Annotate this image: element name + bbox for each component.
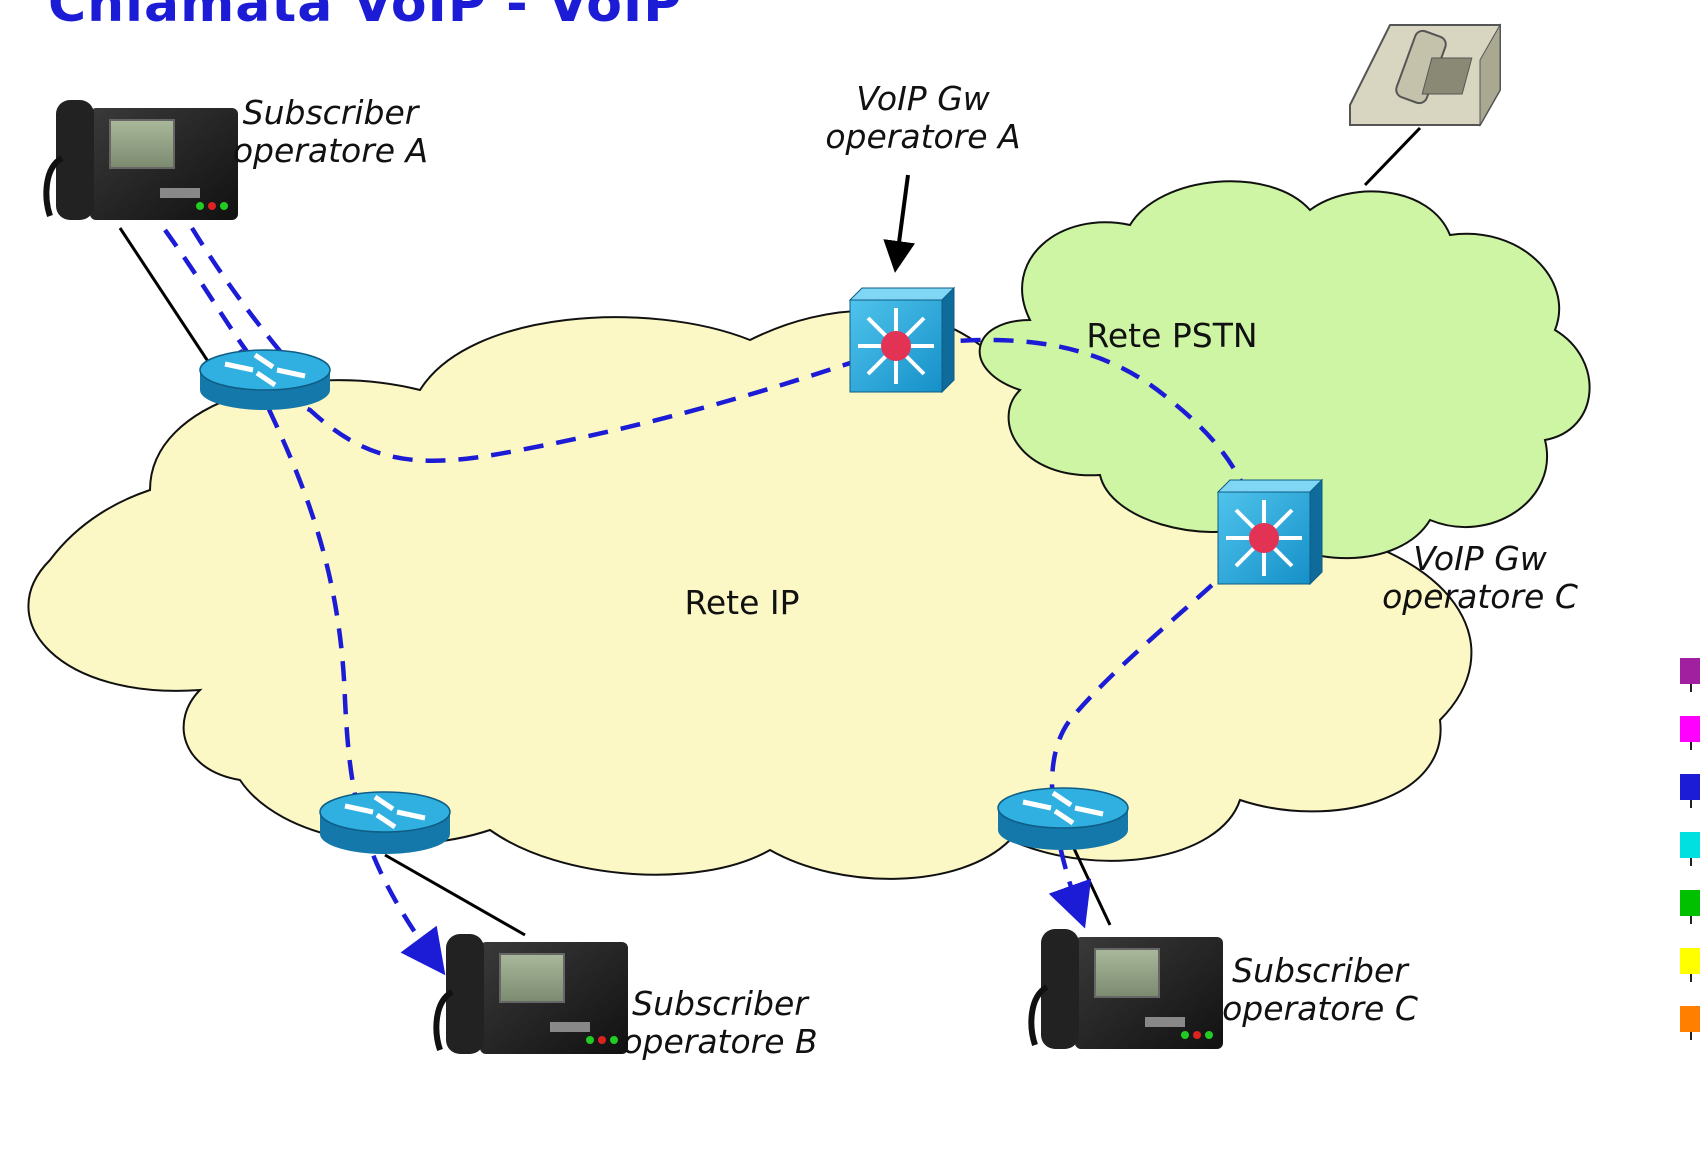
router-b	[319, 791, 451, 854]
gw-c-line1: VoIP Gw	[1413, 539, 1547, 578]
subscriber-c-label: Subscriber operatore C	[1210, 952, 1430, 1028]
link-phone-a-router	[118, 227, 217, 373]
rete-pstn-label: Rete PSTN	[1086, 316, 1258, 355]
router-a	[199, 349, 331, 410]
subscriber-c-line1: Subscriber	[1232, 951, 1408, 990]
legend-swatch	[1680, 890, 1700, 916]
legend-swatch	[1680, 774, 1700, 800]
legend-swatch-tick	[1690, 974, 1692, 982]
gw-a-pointer-arrow	[883, 174, 916, 273]
gw-c-line2: operatore C	[1382, 577, 1578, 616]
pstn-cloud	[978, 180, 1591, 560]
router-c	[997, 787, 1129, 850]
page-title: Chiamata VoIP - VoIP	[48, 0, 683, 34]
legend-swatch-tick	[1690, 742, 1692, 750]
subscriber-b-line1: Subscriber	[632, 984, 808, 1023]
gw-a-label: VoIP Gw operatore A	[808, 80, 1038, 156]
call-path-a-to-b	[237, 348, 446, 976]
ip-phone-c-icon	[1028, 929, 1223, 1049]
link-router-phone-b	[384, 853, 526, 937]
rete-ip-label: Rete IP	[684, 583, 800, 622]
pstn-phone-icon	[1349, 23, 1501, 127]
subscriber-a-line2: operatore A	[232, 131, 429, 170]
subscriber-a-label: Subscriber operatore A	[228, 94, 433, 170]
legend-swatch	[1680, 948, 1700, 974]
legend-swatch-tick	[1690, 858, 1692, 866]
gw-a-line2: operatore A	[825, 117, 1021, 156]
legend-swatch	[1680, 658, 1700, 684]
legend-swatch	[1680, 716, 1700, 742]
gw-a-line1: VoIP Gw	[856, 79, 990, 118]
subscriber-a-line1: Subscriber	[242, 93, 419, 132]
ip-phone-a-icon	[43, 100, 238, 220]
voip-gateway-c	[1216, 478, 1324, 586]
legend-swatch	[1680, 1006, 1700, 1032]
subscriber-c-line2: operatore C	[1222, 989, 1418, 1028]
legend-swatch-tick	[1690, 684, 1692, 692]
voip-gateway-a	[848, 286, 956, 394]
legend-swatch-tick	[1690, 1032, 1692, 1040]
legend-swatch-tick	[1690, 916, 1692, 924]
legend-swatch-tick	[1690, 800, 1692, 808]
subscriber-b-line2: operatore B	[622, 1022, 818, 1061]
gw-c-label: VoIP Gw operatore C	[1360, 540, 1600, 616]
subscriber-b-label: Subscriber operatore B	[610, 985, 830, 1061]
link-pstn-phone	[1363, 126, 1422, 187]
call-path-gw-c-to-c	[1048, 538, 1262, 929]
legend-swatch	[1680, 832, 1700, 858]
ip-phone-b-icon	[433, 934, 628, 1054]
